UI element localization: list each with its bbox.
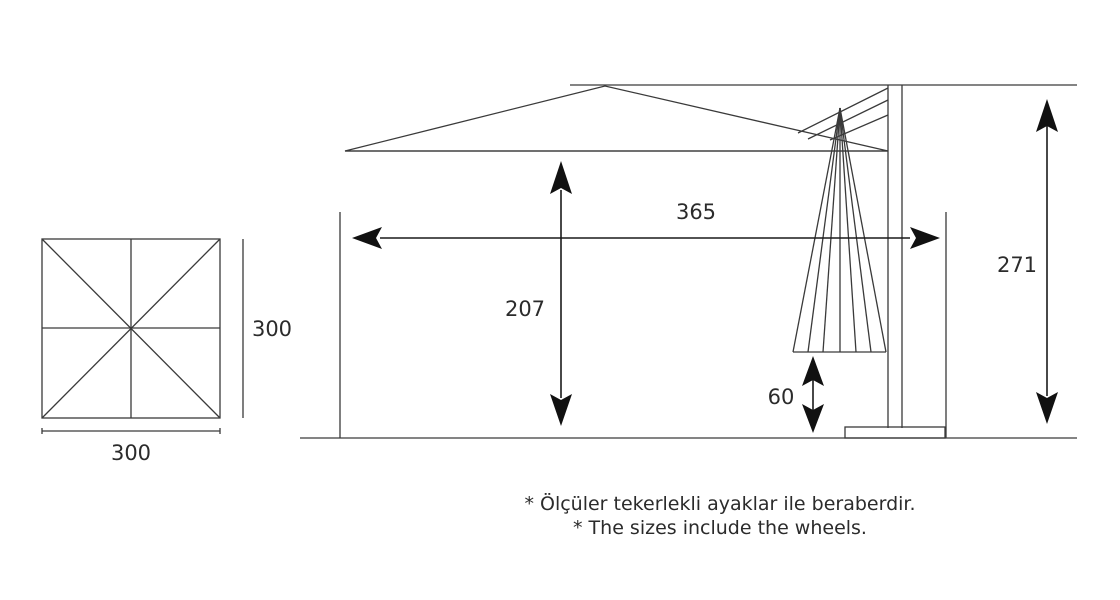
width-label: 300 [111, 441, 151, 465]
span-label: 365 [676, 200, 716, 224]
arm-strut-2 [807, 99, 889, 140]
note-english: * The sizes include the wheels. [573, 517, 867, 539]
total-height-dimension-arrow [1036, 99, 1058, 424]
clearance-label: 60 [768, 385, 795, 409]
height-label: 207 [505, 297, 545, 321]
umbrella-base [844, 426, 946, 439]
side-view: 365 207 271 60 [300, 84, 1077, 439]
open-canopy [344, 85, 889, 152]
depth-label: 300 [252, 317, 292, 341]
total-height-label: 271 [997, 253, 1037, 277]
span-dimension-arrow [352, 227, 940, 249]
clearance-dimension-arrow [802, 356, 824, 433]
folded-canopy [792, 107, 887, 353]
height-dimension-arrow [550, 161, 572, 426]
top-view: 300 300 [41, 238, 292, 465]
note-turkish: * Ölçüler tekerlekli ayaklar ile beraber… [524, 493, 916, 515]
arm-strut-1 [797, 87, 889, 134]
